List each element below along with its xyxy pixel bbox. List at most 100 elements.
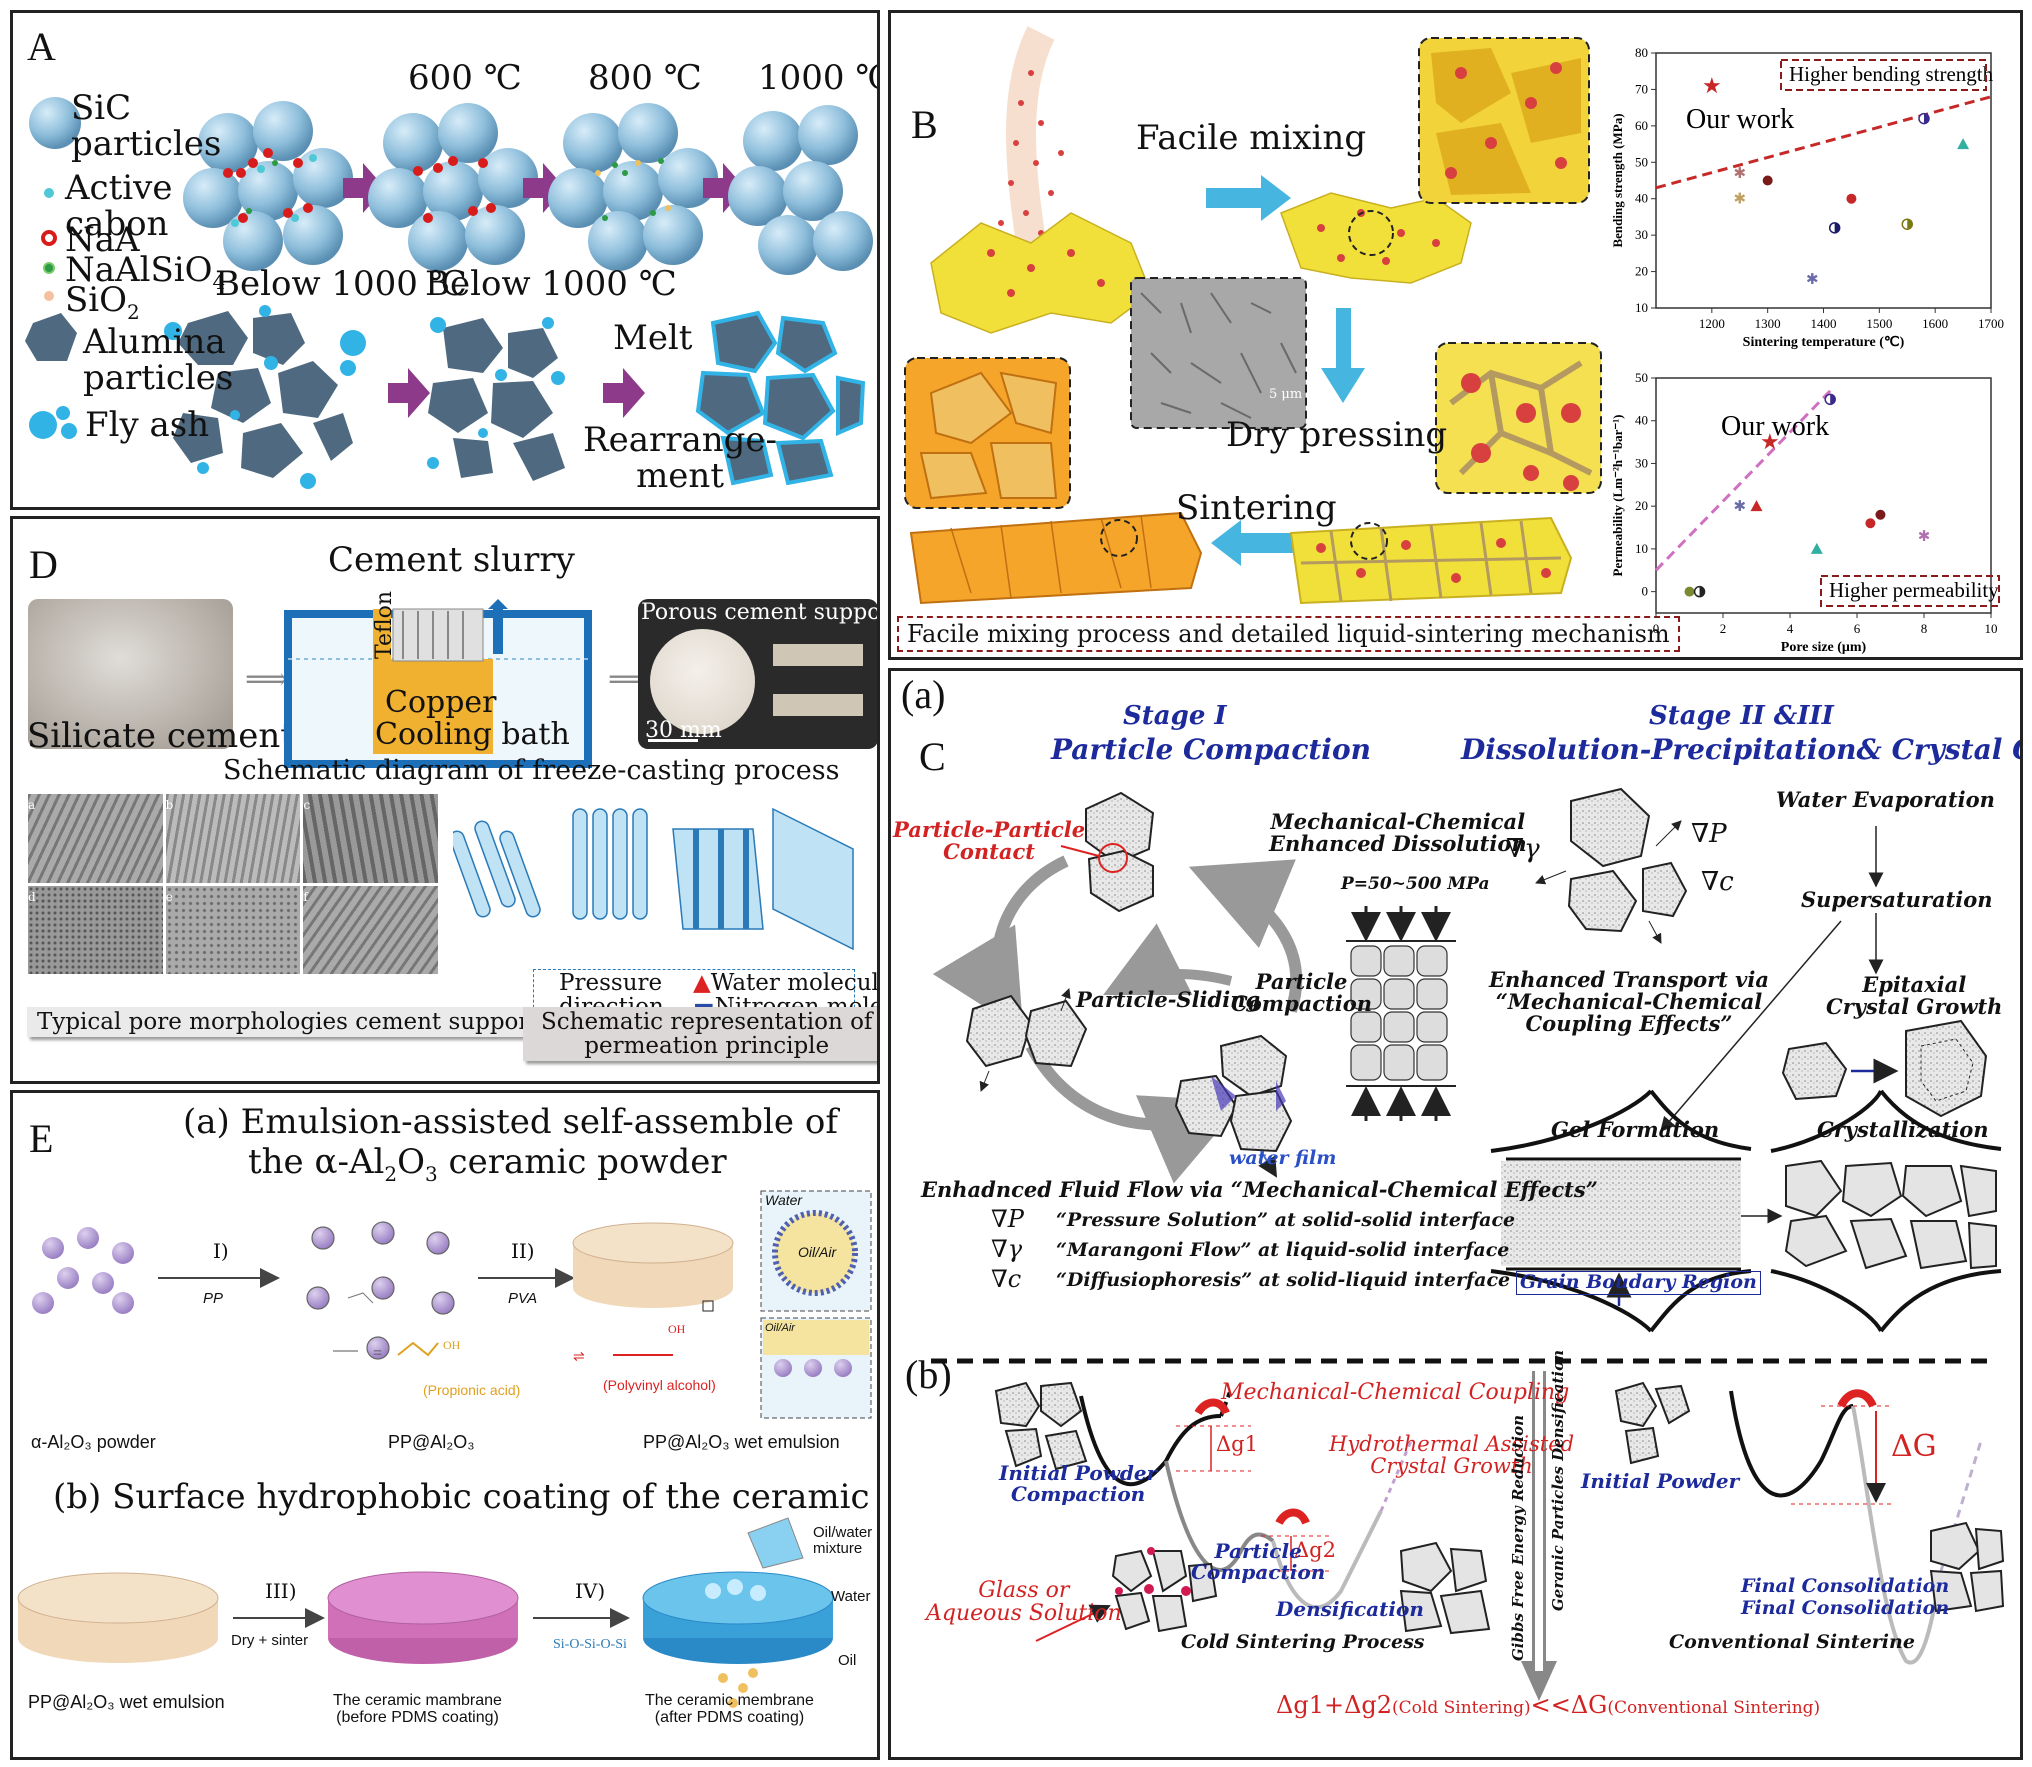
grad-p-label: ∇P [1691, 819, 1727, 849]
alumina-cluster-3 [695, 310, 866, 486]
stage23-b: Dissolution-Precipitation& Crystal Growt… [1461, 733, 2020, 766]
svg-text:OH: OH [668, 1322, 686, 1336]
data-point [1762, 175, 1773, 186]
data-point-triangle [1750, 500, 1763, 512]
press-diagram [1346, 906, 1456, 1121]
data-point-x: ✱ [1918, 529, 1931, 545]
panel-c: (a) C Stage I Particle Compaction Stage … [888, 668, 2023, 1760]
pp-al-wet-label: PP@Al₂O₃ wet emulsion [643, 1432, 840, 1452]
panel-a-label: A [27, 24, 56, 69]
panel-b-diagram [904, 26, 1602, 605]
data-point [1875, 509, 1886, 520]
oilair-label-2: Oil/Air [765, 1322, 795, 1334]
y-tick-label: 30 [1635, 455, 1648, 470]
x-tick-label: 10 [1985, 621, 1998, 636]
data-point [1684, 586, 1695, 597]
pva-label: (Polyvinyl alcohol) [603, 1377, 716, 1393]
sintering-arrow [1211, 520, 1296, 566]
pressure-value: P=50~500 MPa [1341, 874, 1490, 894]
y-tick-label: 60 [1635, 118, 1648, 133]
y-tick-label: 10 [1635, 300, 1648, 315]
oil-label: Oil [838, 1652, 857, 1669]
panel-c-label-b: (b) [905, 1352, 952, 1397]
fluid-title: Enhadnced Fluid Flow via “Mechanical-Che… [921, 1177, 1598, 1202]
x-axis-label: Pore size (μm) [1781, 640, 1867, 655]
legend-sic-icon [29, 97, 81, 149]
f1-sym: ∇P [991, 1205, 1024, 1233]
plot-area [1655, 377, 1992, 614]
data-point [1846, 193, 1857, 204]
y-tick-label: 80 [1635, 45, 1648, 60]
boxed-label-frame [1780, 59, 1987, 91]
below-1000-a: Below 1000 ℃ [215, 264, 467, 304]
y-tick-label: 10 [1635, 541, 1648, 556]
oilwater-label: Oil/water mixture [813, 1524, 873, 1557]
step2-sub: PVA [508, 1290, 538, 1307]
x-axis-label: Sintering temperature (℃) [1743, 335, 1905, 350]
data-point-triangle [1810, 542, 1823, 554]
epitaxial-label: Epitaxial Crystal Growth [1826, 972, 2003, 1020]
schematic-caption: Schematic diagram of freeze-casting proc… [223, 755, 840, 786]
f1-text: “Pressure Solution” at solid-solid inter… [1056, 1209, 1516, 1231]
sintered-bar-yellow [1289, 516, 1573, 605]
boxed-label: Higher permeability [1829, 578, 1999, 602]
y-tick-label: 50 [1635, 154, 1648, 169]
step4: IV) [575, 1579, 606, 1603]
mech-chem-label: Mechanical-Chemical Enhanced Dissolution [1269, 809, 1527, 857]
panel-b: B [888, 10, 2023, 660]
y-axis-label: Bending strength (MPa) [1611, 113, 1625, 247]
y-tick-label: 50 [1635, 370, 1648, 385]
glass-particles [1111, 1547, 1218, 1633]
boxed-label-frame [1820, 575, 2000, 607]
legend-naalsio-icon [43, 262, 55, 274]
data-point-triangle [1957, 138, 1970, 150]
data-point-x: ✱ [1806, 272, 1819, 288]
data-point-half-fill [1924, 113, 1929, 124]
trend-line [1655, 95, 1992, 190]
f2-sym: ∇γ [991, 1235, 1023, 1263]
sem-box [1130, 277, 1307, 429]
svg-text:=: = [373, 1345, 382, 1362]
powder-label: α-Al₂O₃ powder [31, 1432, 156, 1452]
grad-c-label: ∇c [1701, 867, 1734, 897]
title-b: (b) Surface hydrophobic coating of the c… [53, 1477, 877, 1517]
alumina-cluster-1 [173, 311, 353, 478]
data-point-half-fill [1830, 394, 1836, 405]
step3: III) [265, 1579, 297, 1603]
plot-area [1655, 52, 1992, 309]
stage1-b: Particle Compaction [1051, 733, 1371, 766]
legend-carbon-label: Active cabon [65, 168, 173, 244]
data-point-x: ✱ [1733, 499, 1746, 515]
legend-alumina-label: Alumina particles [83, 322, 234, 398]
chart-annotation: Our work [1721, 411, 1829, 442]
mem-before-label: The ceramic mambrane (before PDMS coatin… [333, 1692, 502, 1726]
f3-text: “Diffusiophoresis” at solid-liquid inter… [1056, 1269, 1511, 1291]
sintered-bar-orange [909, 511, 1203, 605]
svg-text:⇌: ⇌ [573, 1350, 585, 1365]
data-point-half-fill [1834, 222, 1840, 233]
dense-particles [1399, 1541, 1491, 1635]
data-point-star: ★ [1702, 73, 1722, 98]
water-label-e2: Water [831, 1588, 871, 1605]
mixing-label: Facile mixing [1136, 118, 1367, 158]
data-point-half-fill [1907, 219, 1913, 230]
data-point-half-fill [1699, 586, 1705, 597]
freeze-casting-schematic [284, 599, 592, 768]
y-tick-label: 20 [1635, 264, 1648, 279]
porous-label: Porous cement supports [641, 600, 880, 625]
legend-sio2-label: SiO2 [65, 280, 140, 324]
silicate-label: Silicate cement [27, 716, 294, 756]
arrow-1: ⟹ [245, 662, 289, 697]
sem-scale: 5 μm [1269, 387, 1303, 402]
step3-sub: Dry + sinter [231, 1632, 309, 1649]
pressing-label: Dry pressing [1226, 415, 1448, 455]
y-tick-label: 0 [1642, 584, 1649, 599]
data-point-x: ✱ [1733, 192, 1746, 208]
gel-label: Gel Formation [1551, 1117, 1720, 1142]
compaction-particles [1174, 1034, 1293, 1178]
y-tick-label: 30 [1635, 227, 1648, 242]
pressing-arrow [1321, 308, 1365, 403]
ceramic-dens-label: Geranic Particles Densification [1549, 1350, 1567, 1611]
hydro-label: Hydrothermal Assisted Crystal Growth [1329, 1432, 1575, 1479]
